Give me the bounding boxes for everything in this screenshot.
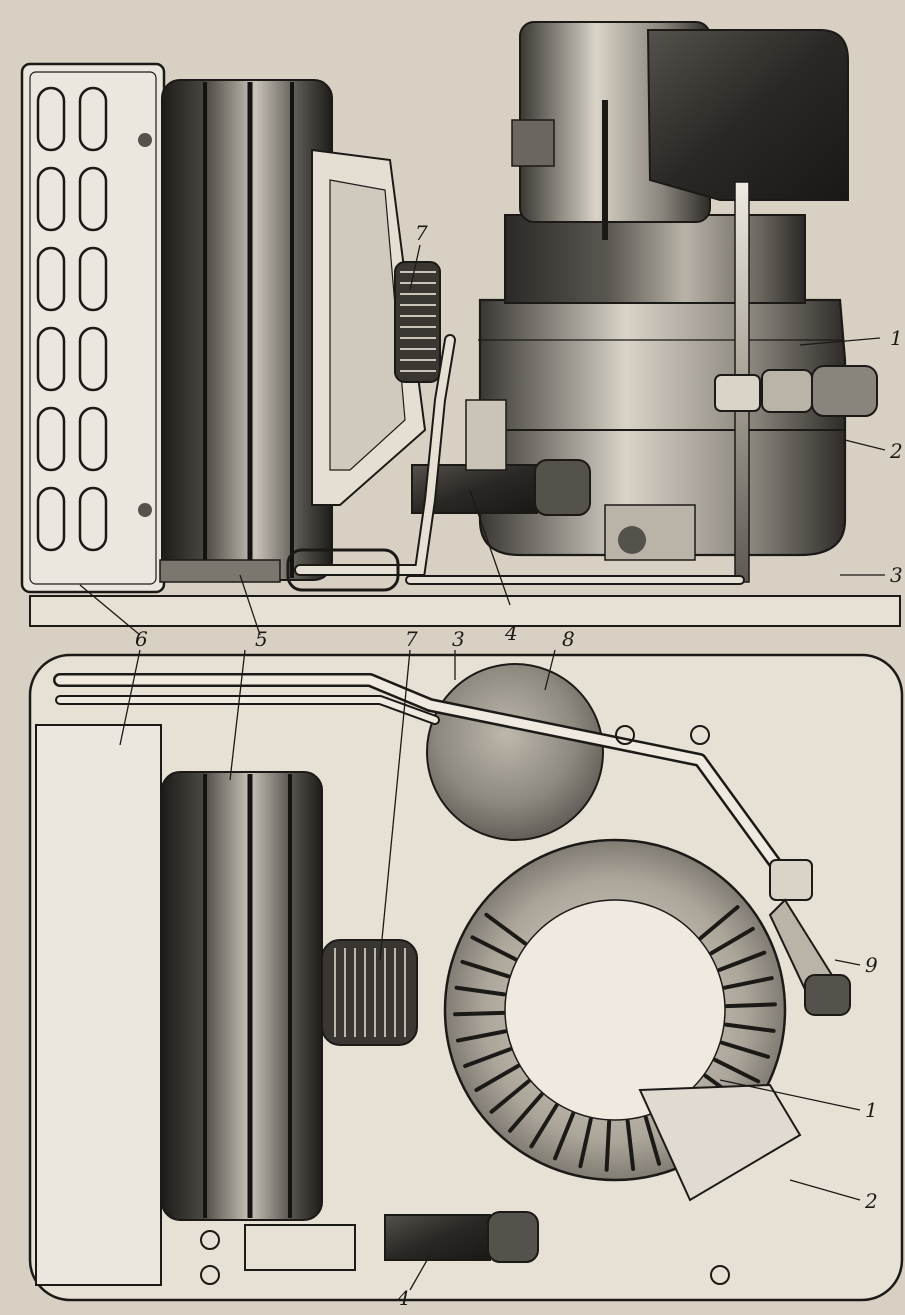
- callout-4-plan: 4: [396, 1286, 410, 1310]
- cooling-fin: [625, 1119, 636, 1171]
- bolt-icon: [138, 503, 152, 517]
- condenser-slot: [36, 326, 66, 392]
- suction-piping: [286, 334, 745, 592]
- cooling-fin: [709, 926, 755, 956]
- cooling-fin: [454, 985, 507, 997]
- fan-coil-cylinder: [159, 79, 333, 583]
- impeller-teeth: [400, 271, 436, 372]
- side-view: [20, 21, 901, 627]
- impeller-teeth-plan: [334, 948, 406, 1037]
- callout-7-plan: 7: [405, 627, 418, 651]
- fan-bracket: [311, 148, 427, 506]
- cooling-fin: [713, 1057, 761, 1084]
- cooling-fin: [604, 1119, 612, 1172]
- condenser-slot: [78, 326, 108, 392]
- cooling-fin: [489, 1079, 531, 1114]
- callout-2-top: 2: [889, 439, 903, 463]
- cooling-fin: [463, 1047, 513, 1069]
- nameplate: [244, 1224, 356, 1271]
- terminal-box: [638, 1083, 802, 1202]
- callout-1-top: 1: [890, 326, 903, 350]
- fan-impeller-plan: [321, 939, 418, 1046]
- callout-7-top: 7: [415, 221, 428, 245]
- condenser-slot: [78, 486, 108, 552]
- cooling-fin: [720, 1040, 771, 1059]
- cooling-fin: [455, 1029, 508, 1043]
- cooling-fin: [724, 1022, 776, 1033]
- cooling-fin: [529, 1103, 559, 1149]
- condenser-slot: [36, 166, 66, 232]
- condenser-panel-plan: [35, 724, 162, 1286]
- leader-lines: [79, 244, 886, 1291]
- condenser-slot: [78, 246, 108, 312]
- relay-block: [411, 399, 591, 516]
- condenser-slot: [78, 86, 108, 152]
- motor-block: [504, 21, 849, 304]
- cooling-fin: [722, 976, 774, 990]
- callout-3-top: 3: [890, 563, 903, 587]
- condenser-slot: [78, 166, 108, 232]
- cooling-fin: [578, 1117, 593, 1169]
- bolt-icon: [138, 133, 152, 147]
- mounting-holes: [200, 725, 730, 1285]
- cooling-fin: [724, 1002, 777, 1009]
- cooling-fin: [553, 1111, 576, 1161]
- callout-2-plan: 2: [864, 1189, 878, 1213]
- mounting-spring: [604, 504, 696, 561]
- callout-6-top: 6: [135, 627, 148, 651]
- callout-labels: 1 2 3 4 5 6 7 1 2 3 4 7 8 9: [135, 221, 903, 1310]
- callout-9-plan: 9: [865, 953, 878, 977]
- cooling-fin: [508, 1092, 544, 1133]
- receiver-sphere: [426, 663, 604, 841]
- cooling-fin: [460, 959, 511, 979]
- cooling-fin: [717, 950, 767, 972]
- condenser-slot: [36, 406, 66, 472]
- callout-8-plan: 8: [562, 627, 575, 651]
- condenser-panel: [20, 62, 166, 594]
- condenser-slot: [36, 246, 66, 312]
- plan-view: [28, 653, 904, 1302]
- service-valve-plan: [768, 859, 851, 1016]
- cooling-fin: [698, 905, 740, 941]
- fan-coil-plan: [161, 771, 323, 1221]
- cooling-fin: [474, 1064, 521, 1092]
- condenser-slots: [36, 86, 108, 552]
- cooling-fin: [453, 1010, 506, 1017]
- cooling-fin: [643, 1115, 662, 1166]
- relay-block-plan: [384, 1211, 539, 1263]
- liquid-line: [53, 673, 787, 877]
- callout-4-top: 4: [504, 621, 518, 645]
- condenser-slot: [36, 86, 66, 152]
- condenser-slot: [36, 486, 66, 552]
- callout-5-top: 5: [255, 627, 268, 651]
- fan-impeller: [394, 261, 441, 383]
- cooling-fin: [470, 935, 518, 962]
- cooling-fin: [484, 912, 527, 946]
- callout-3-plan: 3: [452, 627, 465, 651]
- callout-1-plan: 1: [865, 1098, 878, 1122]
- service-valve: [714, 365, 878, 417]
- condenser-slot: [78, 406, 108, 472]
- base-plate: [29, 595, 901, 627]
